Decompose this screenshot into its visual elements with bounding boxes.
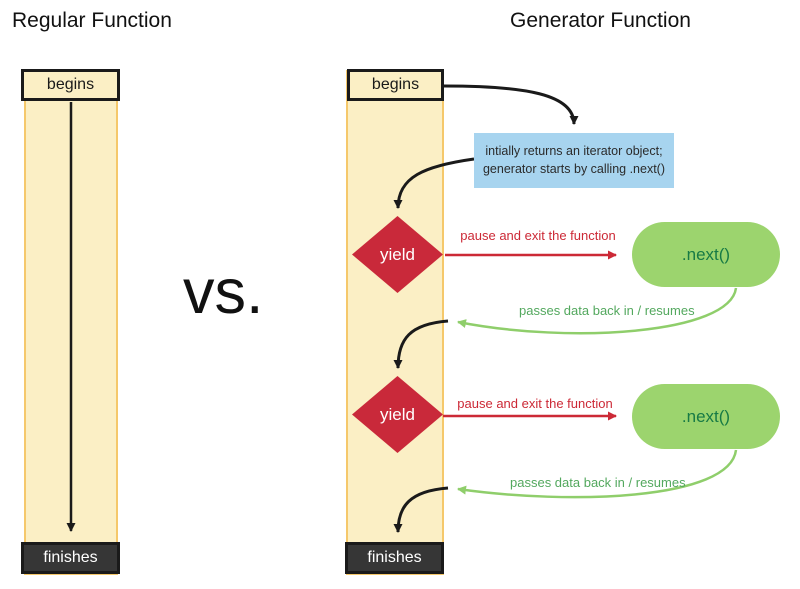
iterator-note-line1: intially returns an iterator object; (485, 144, 663, 158)
next2-pill: .next() (632, 384, 780, 449)
next2-label: .next() (681, 406, 731, 426)
vs-text: vs. (183, 257, 264, 327)
regular-begins-box: begins (21, 69, 120, 101)
resume-label-1: passes data back in / resumes (519, 303, 695, 318)
next1-pill: .next() (632, 222, 780, 287)
iterator-note-box: intially returns an iterator object; gen… (474, 133, 674, 188)
iterator-note-line2: generator starts by calling .next() (482, 161, 666, 176)
regular-begins-label: begins (46, 76, 95, 93)
generator-function-title: Generator Function (510, 9, 691, 32)
pause-label-1: pause and exit the function (460, 228, 616, 243)
generator-begins-label: begins (371, 76, 420, 93)
generator-finishes-box: finishes (345, 542, 444, 574)
yield1-label: yield (380, 244, 415, 264)
begins-to-note-arrow (443, 84, 579, 125)
generator-finishes-label: finishes (367, 549, 422, 566)
resume-label-2: passes data back in / resumes (510, 475, 686, 490)
regular-function-title: Regular Function (12, 9, 172, 32)
next1-label: .next() (681, 244, 731, 264)
regular-finishes-label: finishes (43, 549, 98, 566)
pause-label-2: pause and exit the function (457, 396, 613, 411)
yield2-label: yield (380, 404, 415, 424)
regular-finishes-box: finishes (21, 542, 120, 574)
generator-function-lane (346, 70, 444, 575)
generator-begins-box: begins (347, 69, 444, 101)
regular-function-lane (24, 70, 118, 575)
next2-resume-arrow (457, 449, 738, 499)
